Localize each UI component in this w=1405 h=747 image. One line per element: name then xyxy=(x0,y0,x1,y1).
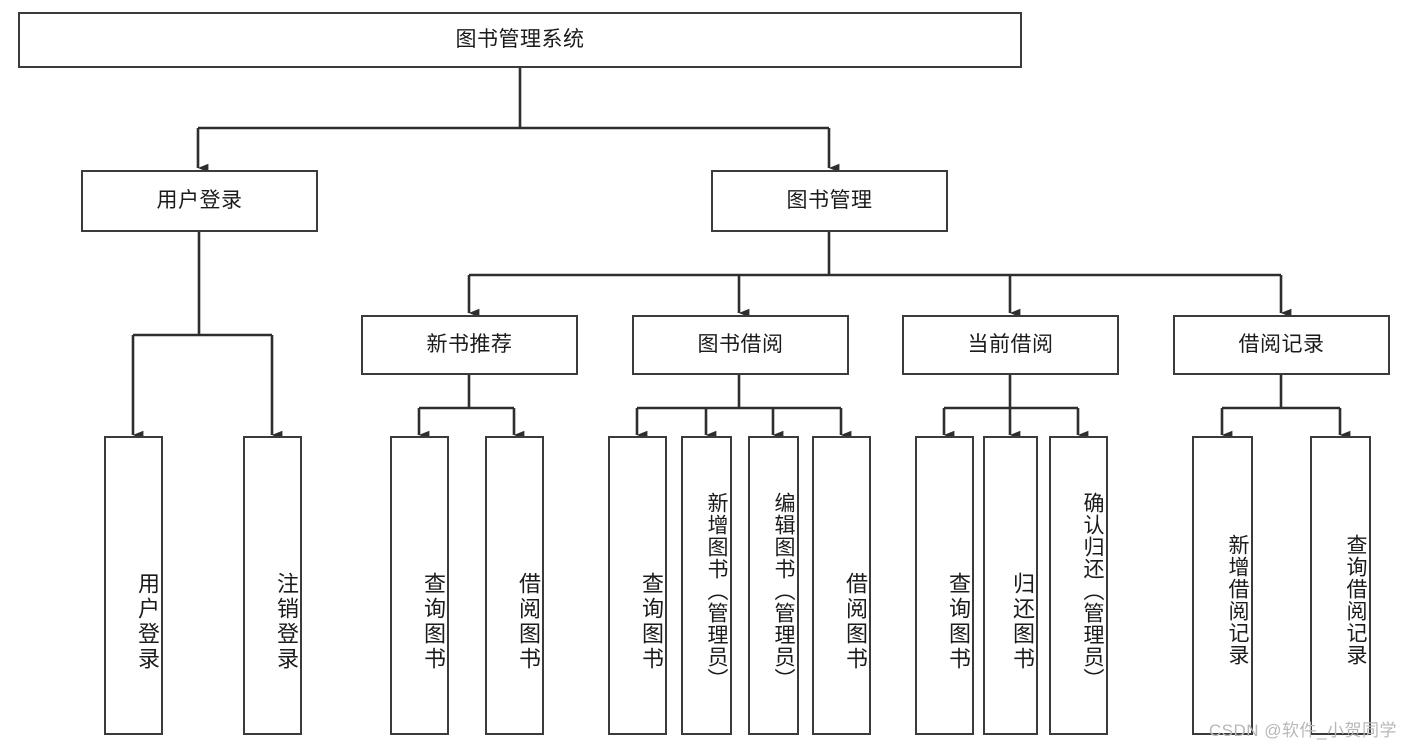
leaf-logout[interactable]: 注销登录 xyxy=(243,436,302,735)
leaf-bb-query-book[interactable]: 查询图书 xyxy=(608,436,667,735)
leaf-cb-return-book[interactable]: 归还图书 xyxy=(983,436,1038,735)
leaf-br-add-record[interactable]: 新增借阅记录 xyxy=(1192,436,1253,735)
node-current-borrow[interactable]: 当前借阅 xyxy=(902,315,1119,375)
leaf-cb-query-book[interactable]: 查询图书 xyxy=(915,436,974,735)
leaf-br-query-record[interactable]: 查询借阅记录 xyxy=(1310,436,1371,735)
leaf-nb-query-book[interactable]: 查询图书 xyxy=(390,436,449,735)
leaf-bb-edit-book-admin[interactable]: 编辑图书（管理员） xyxy=(748,436,799,735)
leaf-user-login[interactable]: 用户登录 xyxy=(104,436,163,735)
node-book-manage[interactable]: 图书管理 xyxy=(711,170,948,232)
node-borrow-record[interactable]: 借阅记录 xyxy=(1173,315,1390,375)
csdn-watermark: CSDN @软件_小贺同学 xyxy=(1208,721,1397,740)
leaf-bb-borrow-book[interactable]: 借阅图书 xyxy=(812,436,871,735)
node-book-borrow[interactable]: 图书借阅 xyxy=(632,315,849,375)
leaf-bb-add-book-admin[interactable]: 新增图书（管理员） xyxy=(681,436,732,735)
leaf-cb-confirm-return-admin[interactable]: 确认归还（管理员） xyxy=(1049,436,1108,735)
node-new-book-recommend[interactable]: 新书推荐 xyxy=(361,315,578,375)
node-root[interactable]: 图书管理系统 xyxy=(18,12,1022,68)
leaf-nb-borrow-book[interactable]: 借阅图书 xyxy=(485,436,544,735)
node-user-login[interactable]: 用户登录 xyxy=(81,170,318,232)
